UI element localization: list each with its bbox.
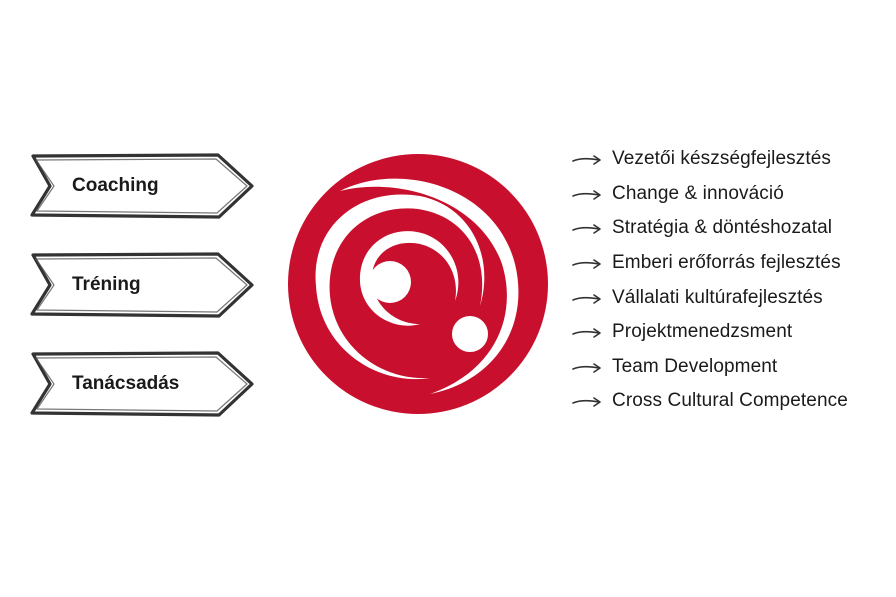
hand-drawn-arrow-icon — [572, 155, 601, 166]
tag-label: Tréning — [72, 274, 141, 295]
service-label: Team Development — [612, 355, 778, 377]
hand-drawn-arrow-icon — [572, 224, 601, 235]
tag-coaching: Coaching — [28, 152, 256, 220]
service-label: Change & innováció — [612, 182, 784, 204]
arrow-tag-shape-icon — [30, 252, 254, 318]
service-label: Vállalati kultúrafejlesztés — [612, 286, 823, 308]
list-item: Team Development — [570, 350, 848, 385]
service-label: Projektmenedzsment — [612, 321, 793, 343]
list-item: Stratégia & döntéshozatal — [570, 211, 848, 246]
tag-trening: Tréning — [28, 251, 256, 319]
list-item: Change & innováció — [570, 177, 848, 212]
tag-label: Coaching — [72, 175, 159, 196]
list-item: Vállalati kultúrafejlesztés — [570, 280, 848, 315]
arrow-tag-shape-icon — [30, 153, 254, 219]
services-list: Vezetői készségfejlesztés Change & innov… — [570, 142, 848, 419]
service-label: Vezetői készségfejlesztés — [612, 148, 832, 170]
service-label: Stratégia & döntéshozatal — [612, 217, 833, 239]
tag-tanacsadas: Tanácsadás — [28, 350, 256, 418]
arrow-tag-shape-icon — [30, 351, 254, 417]
swirl-circle-logo-icon — [288, 154, 548, 414]
service-label: Cross Cultural Competence — [612, 390, 848, 412]
hand-drawn-arrow-icon — [572, 293, 601, 304]
list-item: Cross Cultural Competence — [570, 384, 848, 419]
hand-drawn-arrow-icon — [572, 190, 601, 200]
hand-drawn-arrow-icon — [572, 259, 601, 269]
list-item: Emberi erőforrás fejlesztés — [570, 246, 848, 281]
tag-label: Tanácsadás — [72, 373, 180, 394]
list-item: Vezetői készségfejlesztés — [570, 142, 848, 177]
hand-drawn-arrow-icon — [572, 397, 601, 408]
list-item: Projektmenedzsment — [570, 315, 848, 350]
service-label: Emberi erőforrás fejlesztés — [612, 252, 841, 274]
hand-drawn-arrow-icon — [572, 328, 601, 339]
hand-drawn-arrow-icon — [572, 363, 601, 373]
